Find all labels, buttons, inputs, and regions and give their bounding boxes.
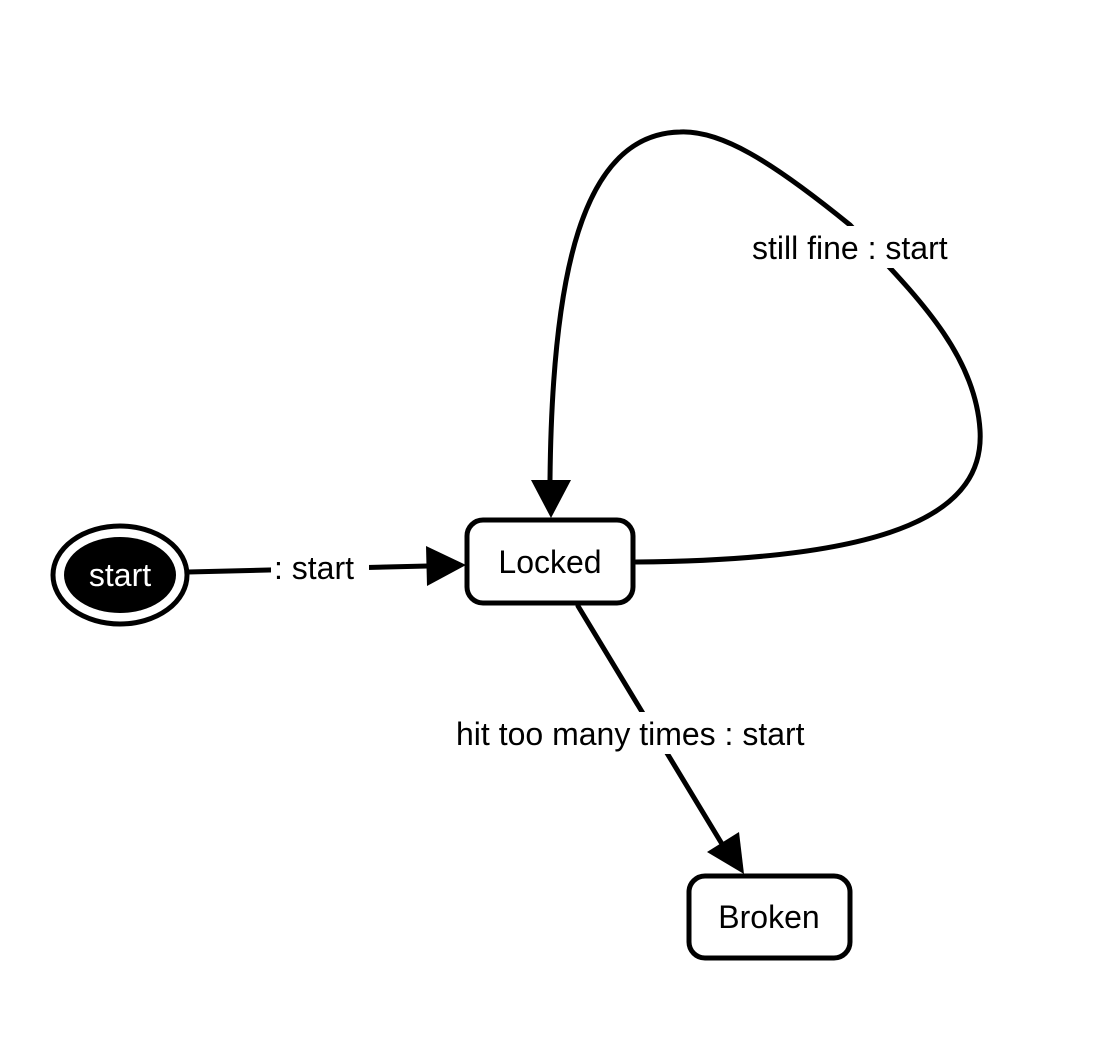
node-start-label: start bbox=[89, 557, 151, 593]
node-locked: Locked bbox=[464, 517, 636, 606]
arrowhead-into-broken bbox=[707, 832, 744, 874]
node-locked-box bbox=[464, 517, 636, 606]
edge-locked-self-loop bbox=[531, 129, 983, 565]
edge-line-still-fine bbox=[547, 129, 983, 565]
edge-label-group-start: : start bbox=[271, 548, 369, 586]
arrowhead-into-locked-left bbox=[426, 546, 466, 586]
node-start: start bbox=[50, 523, 190, 627]
edge-label-still-fine: still fine : start bbox=[752, 230, 948, 266]
arrowhead-into-locked-top bbox=[531, 480, 571, 518]
node-broken: Broken bbox=[686, 873, 853, 961]
edge-label-group-hit-too-many: hit too many times : start bbox=[452, 712, 858, 754]
node-broken-box bbox=[686, 873, 853, 961]
edge-label-start: : start bbox=[274, 550, 354, 586]
node-start-inner-fill bbox=[64, 537, 176, 613]
edge-label-group-still-fine: still fine : start bbox=[748, 226, 980, 268]
edge-label-hit-too-many: hit too many times : start bbox=[456, 716, 805, 752]
node-broken-label: Broken bbox=[718, 899, 819, 935]
node-locked-label: Locked bbox=[498, 544, 601, 580]
